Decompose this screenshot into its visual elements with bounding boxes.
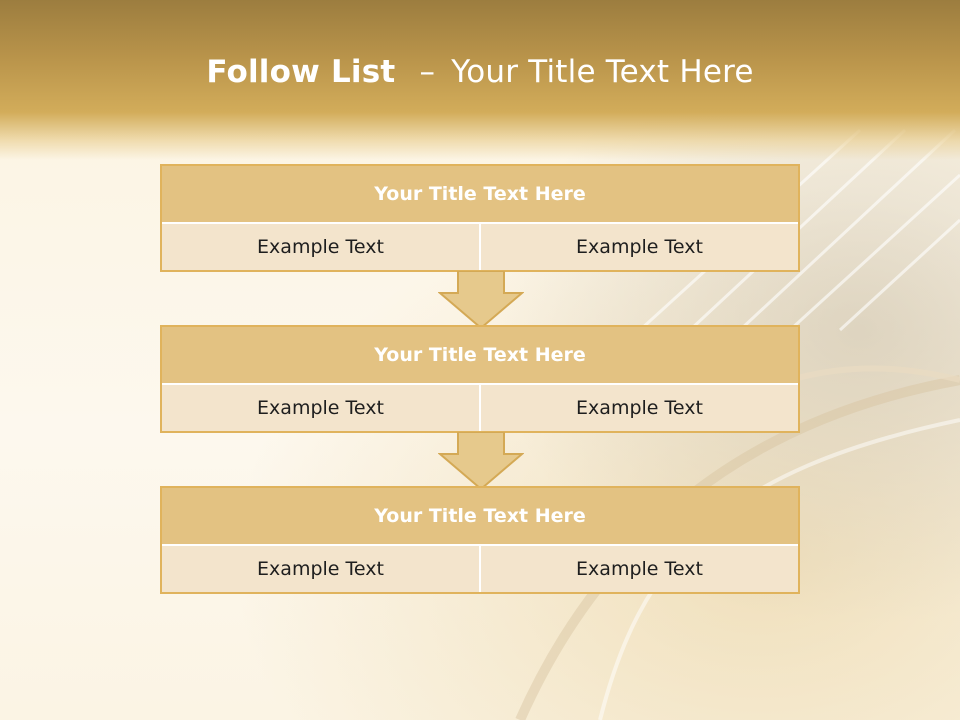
- down-arrow-icon: [438, 271, 524, 329]
- block-3-cell-left: Example Text: [162, 546, 479, 592]
- block-3-row: Example Text Example Text: [162, 546, 798, 592]
- down-arrow-icon: [438, 432, 524, 490]
- follow-block-2: Your Title Text Here Example Text Exampl…: [160, 325, 800, 433]
- block-1-title: Your Title Text Here: [162, 166, 798, 224]
- block-2-row: Example Text Example Text: [162, 385, 798, 431]
- block-1-row: Example Text Example Text: [162, 224, 798, 270]
- block-3-title: Your Title Text Here: [162, 488, 798, 546]
- follow-block-3: Your Title Text Here Example Text Exampl…: [160, 486, 800, 594]
- block-1-cell-right: Example Text: [479, 224, 798, 270]
- title-bold-text: Follow List: [206, 54, 396, 90]
- title-banner: [0, 0, 960, 160]
- block-2-title: Your Title Text Here: [162, 327, 798, 385]
- follow-block-1: Your Title Text Here Example Text Exampl…: [160, 164, 800, 272]
- block-3-cell-right: Example Text: [479, 546, 798, 592]
- slide-title: Follow List – Your Title Text Here: [0, 54, 960, 90]
- block-2-cell-right: Example Text: [479, 385, 798, 431]
- title-separator: –: [419, 54, 436, 90]
- title-rest-text: Your Title Text Here: [451, 54, 754, 90]
- block-2-cell-left: Example Text: [162, 385, 479, 431]
- block-1-cell-left: Example Text: [162, 224, 479, 270]
